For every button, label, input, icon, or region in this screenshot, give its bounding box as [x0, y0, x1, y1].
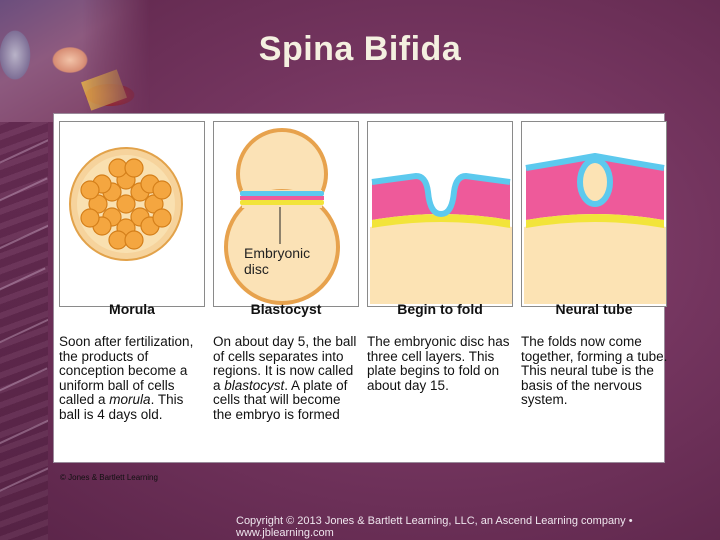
figure-panel: Embryonic disc Morula Blastocyst Begin t… [53, 113, 667, 482]
header-photo [0, 0, 150, 122]
stage-label-blastocyst: Blastocyst [250, 301, 322, 317]
stage-desc-neural-tube: The folds now come together, forming a t… [521, 334, 668, 408]
figure-credit: © Jones & Bartlett Learning [60, 473, 158, 482]
stage-desc-begin-to-fold: The embryonic disc has three cell layers… [367, 334, 510, 393]
stage-label-morula: Morula [109, 301, 155, 317]
begin-to-fold-illustration [367, 121, 513, 307]
morula-illustration [59, 121, 205, 307]
slide-footer: Copyright © 2013 Jones & Bartlett Learni… [236, 515, 633, 539]
neural-tube-illustration [521, 121, 667, 307]
stage-label-neural-tube: Neural tube [555, 301, 633, 317]
stage-desc-blastocyst: On about day 5, the ball of cells separa… [213, 334, 357, 422]
embryonic-disc-label-line1: Embryonic [244, 245, 310, 261]
stage-label-begin-to-fold: Begin to fold [397, 301, 483, 317]
embryonic-disc-label-line2: disc [244, 261, 269, 277]
blastocyst-illustration: Embryonic disc [213, 121, 359, 307]
slide-title: Spina Bifida [258, 30, 462, 68]
stage-desc-morula: Soon after fertilization, the products o… [59, 334, 194, 422]
